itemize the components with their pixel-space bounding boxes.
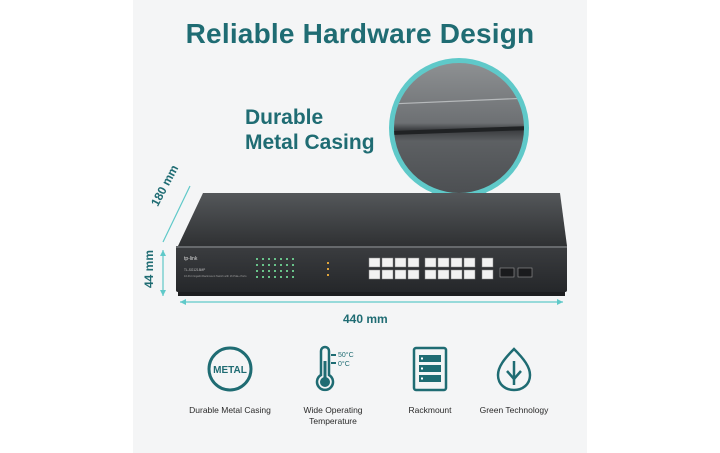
- thermometer-icon: 50°C 0°C: [315, 345, 354, 392]
- callout-line-1: Durable: [245, 106, 324, 129]
- width-dimension: 440 mm: [343, 312, 388, 326]
- rj45-ports: [368, 257, 494, 280]
- callout-line-2: Metal Casing: [245, 131, 375, 154]
- feature-label: Wide Operating Temperature: [303, 405, 363, 426]
- page-title: Reliable Hardware Design: [185, 18, 535, 49]
- feature-label: Durable Metal Casing: [189, 405, 271, 415]
- dimension-lines: [160, 185, 563, 305]
- feature-rackmount: Rackmount: [375, 345, 485, 416]
- zoom-detail: [394, 63, 524, 193]
- switch-bottom: [178, 292, 565, 296]
- led-matrix: [256, 258, 294, 278]
- brand-logo: tp-link: [184, 256, 198, 262]
- feature-callout: Durable Metal Casing: [245, 105, 375, 155]
- feature-label: Rackmount: [408, 405, 452, 415]
- svg-text:0°C: 0°C: [338, 360, 350, 368]
- feature-temperature: 50°C 0°C Wide Operating Temperature: [278, 345, 388, 427]
- height-dimension: 44 mm: [142, 249, 156, 288]
- model-label: TL-SG1218MP: [184, 268, 205, 272]
- switch-front: [176, 246, 567, 292]
- svg-text:50°C: 50°C: [338, 351, 354, 359]
- sfp-slots: [499, 267, 533, 278]
- features-row: METAL Durable Metal Casing 50°C 0°C Wide…: [133, 345, 587, 445]
- feature-metal-casing: METAL Durable Metal Casing: [175, 345, 285, 416]
- feature-label: Green Technology: [479, 405, 549, 415]
- model-description: 16-Port Gigabit Rackmount Switch with 16…: [184, 274, 247, 278]
- switch-top: [178, 193, 567, 246]
- svg-text:METAL: METAL: [213, 365, 247, 376]
- metal-badge-icon: METAL: [207, 346, 253, 392]
- feature-green-technology: Green Technology: [459, 345, 569, 416]
- status-leds: [327, 262, 329, 276]
- leaf-icon: [496, 347, 532, 392]
- rack-server-icon: [412, 346, 448, 392]
